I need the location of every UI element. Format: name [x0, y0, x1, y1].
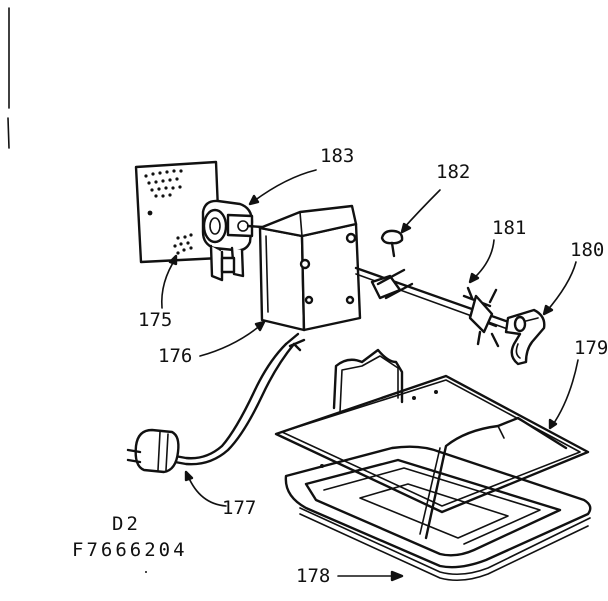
thumb-screw-182 — [380, 229, 404, 258]
label-182: 182 — [436, 161, 470, 183]
leader-lines — [160, 169, 579, 582]
label-178: 178 — [296, 565, 330, 587]
label-183: 183 — [320, 145, 354, 167]
power-cord-177 — [126, 332, 306, 474]
motor-cover-176 — [258, 204, 362, 332]
label-179: 179 — [574, 337, 608, 359]
label-181: 181 — [492, 217, 526, 239]
rotisserie-motor-183 — [201, 199, 264, 282]
spit-rod-181 — [354, 266, 522, 348]
wire-rack-179 — [274, 348, 590, 540]
speck — [145, 571, 147, 573]
label-177: 177 — [222, 497, 256, 519]
label-175: 175 — [138, 309, 172, 331]
label-176: 176 — [158, 345, 192, 367]
spit-handle-180 — [504, 308, 546, 366]
model-number: F7666204 — [72, 539, 188, 561]
label-180: 180 — [570, 239, 604, 261]
section-code: D2 — [112, 513, 141, 535]
margin-mark — [7, 7, 10, 149]
